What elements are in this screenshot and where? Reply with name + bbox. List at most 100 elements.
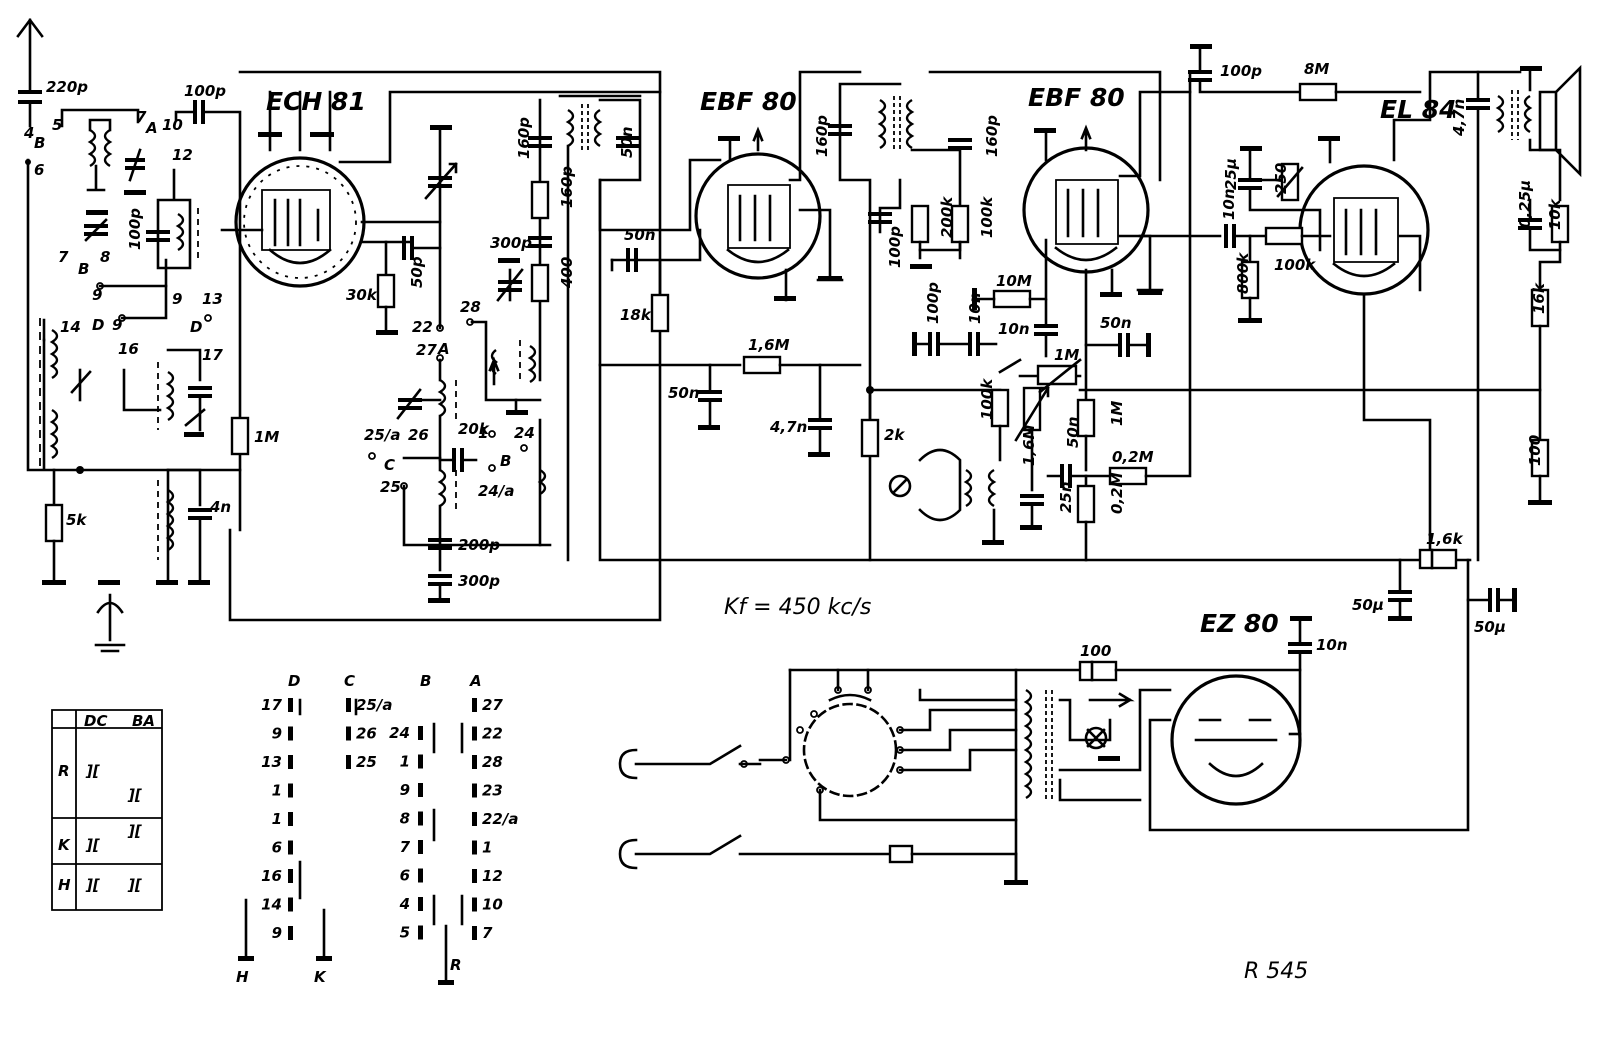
if-transformer-2: 160p 160p 100p 200k 100k 4,7n 2k bbox=[769, 70, 1162, 562]
switch-table-header-ba: BA bbox=[132, 712, 155, 730]
label-c80p: 20k bbox=[458, 420, 490, 438]
label-c50u-b: 50µ bbox=[1474, 618, 1506, 636]
switch-term-c-2: 25 bbox=[356, 753, 377, 771]
terminal-24a: 24/a bbox=[478, 482, 514, 500]
switch-term-d-6: 16 bbox=[261, 867, 282, 885]
switch-table: DC BA R K H ][ ][ ][ ][ ][ ][ bbox=[51, 709, 163, 911]
label-c160p-d: 160p bbox=[983, 115, 1001, 157]
switch-contact-b-4 bbox=[418, 840, 423, 854]
label-r1-6m: 1,6M bbox=[748, 336, 790, 354]
label-r8m: 8M bbox=[1304, 60, 1329, 78]
label-c25u: 25µ bbox=[1222, 158, 1240, 190]
label-r1-6k: 1,6k bbox=[1426, 530, 1464, 548]
switch-term-b-2: 9 bbox=[400, 781, 410, 799]
label-c50n-c: 50n bbox=[1100, 314, 1132, 332]
switch-col-d: D bbox=[288, 672, 300, 690]
sw-symbol-r1: ][ bbox=[85, 762, 100, 780]
switch-term-a-6: 12 bbox=[482, 867, 503, 885]
ebf80b-label: EBF 80 bbox=[1028, 83, 1125, 112]
label-c100p-d: 100p bbox=[1220, 62, 1262, 80]
switch-term-a-8: 7 bbox=[482, 924, 493, 942]
switch-term-a-3: 23 bbox=[482, 782, 503, 800]
label-p1m: 1M bbox=[1054, 346, 1079, 364]
label-c4-7n-b: 4,7n bbox=[1450, 99, 1468, 137]
switch-contact-b-0 bbox=[418, 726, 423, 740]
label-c25n: 25n bbox=[1057, 481, 1075, 513]
switch-term-a-7: 10 bbox=[482, 896, 503, 914]
label-r100k-a: 100k bbox=[978, 196, 996, 238]
label-c300p-b: 300p bbox=[458, 572, 500, 590]
ebf80-stage-2: EBF 80 10M 100p 10n 10n 100k 1,6M 25n 1M bbox=[888, 70, 1542, 562]
label-c50u-a: 50µ bbox=[1352, 596, 1384, 614]
switch-contact-a-8 bbox=[472, 926, 477, 940]
switch-contact-b-7 bbox=[418, 925, 423, 940]
terminal-a2: A bbox=[437, 340, 450, 358]
label-c50p: 50p bbox=[408, 256, 426, 288]
label-r100k-c: 100k bbox=[1274, 256, 1316, 274]
label-r250: 250 bbox=[1272, 163, 1290, 194]
switch-contact-a-1 bbox=[472, 726, 477, 741]
switch-contact-a-7 bbox=[472, 897, 477, 912]
switch-term-c-0: 25/a bbox=[356, 696, 392, 714]
label-r100: 100 bbox=[1526, 435, 1544, 466]
label-r100k-b: 100k bbox=[978, 378, 996, 420]
ez80-label: EZ 80 bbox=[1200, 609, 1279, 638]
switch-col-c: C bbox=[344, 672, 355, 690]
terminal-26: 26 bbox=[408, 426, 429, 444]
label-c160p-c: 160p bbox=[813, 115, 831, 157]
label-r18k: 18k bbox=[620, 306, 652, 324]
label-c0-25u: 0,25µ bbox=[1516, 180, 1534, 228]
terminal-28: 28 bbox=[460, 298, 481, 316]
terminal-b3: B bbox=[500, 452, 511, 470]
switch-term-d-4: 1 bbox=[272, 810, 282, 828]
switch-contact-c-2 bbox=[346, 755, 351, 769]
terminal-17: 17 bbox=[202, 346, 223, 364]
switch-term-d-8: 9 bbox=[272, 924, 282, 942]
label-c220p: 220p bbox=[46, 78, 88, 96]
switch-contact-b-6 bbox=[418, 897, 423, 911]
switch-bottom-h: H bbox=[236, 968, 249, 986]
terminal-d2: D bbox=[190, 318, 202, 336]
if-frequency-label: Kf = 450 kc/s bbox=[724, 595, 871, 620]
label-c300p-a: 300p bbox=[490, 234, 532, 252]
label-c10n-c: 10n bbox=[1220, 188, 1238, 220]
switch-contact-c-0 bbox=[346, 698, 351, 712]
label-c10n-ps: 10n bbox=[1316, 636, 1348, 654]
terminal-10: 10 bbox=[162, 116, 183, 134]
switch-term-b-4: 7 bbox=[400, 838, 411, 856]
switch-contact-d-3 bbox=[288, 783, 293, 798]
label-r0-2m-a: 0,2M bbox=[1112, 448, 1154, 466]
switch-table-row-r: R bbox=[58, 762, 70, 780]
switch-contact-a-4 bbox=[472, 812, 477, 826]
terminal-7b: 7 bbox=[58, 248, 69, 266]
switch-bottom-r: R bbox=[450, 956, 462, 974]
terminal-9c: 9 bbox=[172, 290, 182, 308]
terminal-14: 14 bbox=[60, 318, 81, 336]
switch-contact-b-1 bbox=[418, 754, 423, 769]
terminal-7: 7 bbox=[136, 108, 147, 126]
switch-contact-a-2 bbox=[472, 755, 477, 769]
switch-contact-d-1 bbox=[288, 726, 293, 741]
terminal-4: 4 bbox=[23, 124, 34, 142]
switch-term-b-0: 24 bbox=[389, 724, 410, 742]
switch-term-a-2: 28 bbox=[482, 753, 503, 771]
terminal-12: 12 bbox=[172, 146, 193, 164]
label-c100p-ant: 100p bbox=[126, 208, 144, 250]
terminal-5: 5 bbox=[52, 116, 62, 134]
terminal-6: 6 bbox=[34, 161, 44, 179]
if-transformer-1: 50n bbox=[558, 94, 1472, 562]
label-c50n-b: 50n bbox=[668, 384, 700, 402]
label-r30k: 30k bbox=[346, 286, 378, 304]
sw-symbol-k1: ][ bbox=[127, 822, 142, 840]
label-r1m-left: 1M bbox=[254, 428, 279, 446]
el84-stage: 100p 8M EL 84 25µ 250 10n 100k 8 bbox=[1138, 44, 1582, 562]
label-c200p: 200p bbox=[458, 536, 500, 554]
label-c100p-top: 100p bbox=[184, 82, 226, 100]
power-supply: 1,6k 50µ 50µ Kf = 450 kc/s EZ 80 10n 100 bbox=[618, 530, 1517, 885]
switch-table-row-k: K bbox=[58, 836, 71, 854]
switch-bottom-k: K bbox=[314, 968, 327, 986]
label-c50n-d: 50n bbox=[1064, 416, 1082, 448]
label-c4n: 4n bbox=[209, 498, 231, 516]
